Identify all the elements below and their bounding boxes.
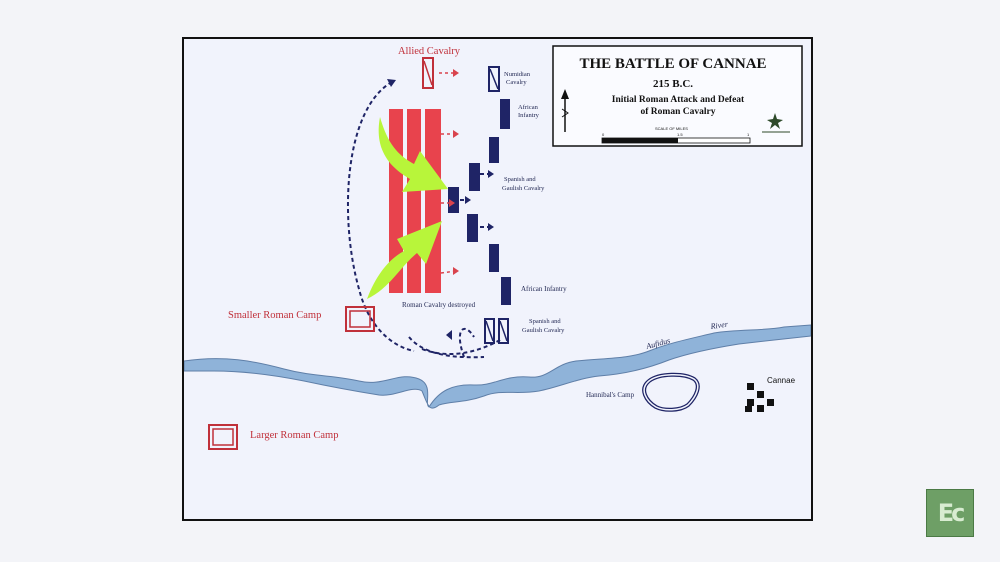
carthaginian-units	[448, 66, 511, 344]
numidian-cavalry-label-2: Cavalry	[506, 79, 527, 86]
scale-tick-2: 1	[747, 132, 750, 137]
map-canvas: Allied Cavalry Numidian Cavalry African …	[184, 45, 811, 450]
spanish-gaulish-bottom-label-1: Spanish and	[529, 318, 561, 325]
roman-cavalry-destroyed-label: Roman Cavalry destroyed	[402, 301, 476, 309]
cannae-label: Cannae	[767, 376, 796, 385]
map-subtitle-1: Initial Roman Attack and Defeat	[612, 95, 745, 105]
scale-label: SCALE OF MILES	[655, 126, 688, 131]
attack-arrows	[367, 117, 448, 299]
map-subtitle-2: of Roman Cavalry	[641, 107, 716, 117]
scale-tick-0: 0	[602, 132, 605, 137]
map-date: 215 B.C.	[653, 78, 693, 90]
north-arrow-icon	[561, 89, 569, 132]
hannibals-camp-label: Hannibal's Camp	[586, 391, 635, 399]
african-infantry-top-label-2: Infantry	[518, 112, 540, 119]
roman-advance-arrows	[439, 72, 457, 274]
river-label: River	[709, 320, 729, 332]
ec-logo-icon: Ec	[926, 489, 974, 537]
smaller-roman-camp-icon	[345, 306, 375, 332]
title-box: THE BATTLE OF CANNAE 215 B.C. Initial Ro…	[552, 45, 803, 147]
allied-cavalry-unit	[422, 57, 434, 89]
numidian-cavalry-label-1: Numidian	[504, 71, 531, 78]
battle-map: Allied Cavalry Numidian Cavalry African …	[182, 37, 813, 521]
cannae-town-icon	[745, 383, 774, 412]
map-title: THE BATTLE OF CANNAE	[579, 56, 766, 72]
spanish-gaulish-top-label-1: Spanish and	[504, 176, 536, 183]
larger-roman-camp-label: Larger Roman Camp	[250, 430, 338, 441]
compass-rose-icon	[762, 113, 790, 133]
allied-cavalry-label: Allied Cavalry	[398, 46, 461, 57]
spanish-gaulish-top-label-2: Gaulish Cavalry	[502, 185, 545, 192]
scale-tick-1: 1.5	[677, 132, 683, 137]
spanish-gaulish-bottom-label-2: Gaulish Cavalry	[522, 327, 565, 334]
smaller-roman-camp-label: Smaller Roman Camp	[228, 310, 321, 321]
african-infantry-top-label-1: African	[518, 104, 539, 111]
aufidus-river	[184, 324, 811, 409]
larger-roman-camp-icon	[208, 424, 238, 450]
african-infantry-bottom-label: African Infantry	[521, 285, 567, 293]
logo-text: Ec	[937, 499, 966, 527]
